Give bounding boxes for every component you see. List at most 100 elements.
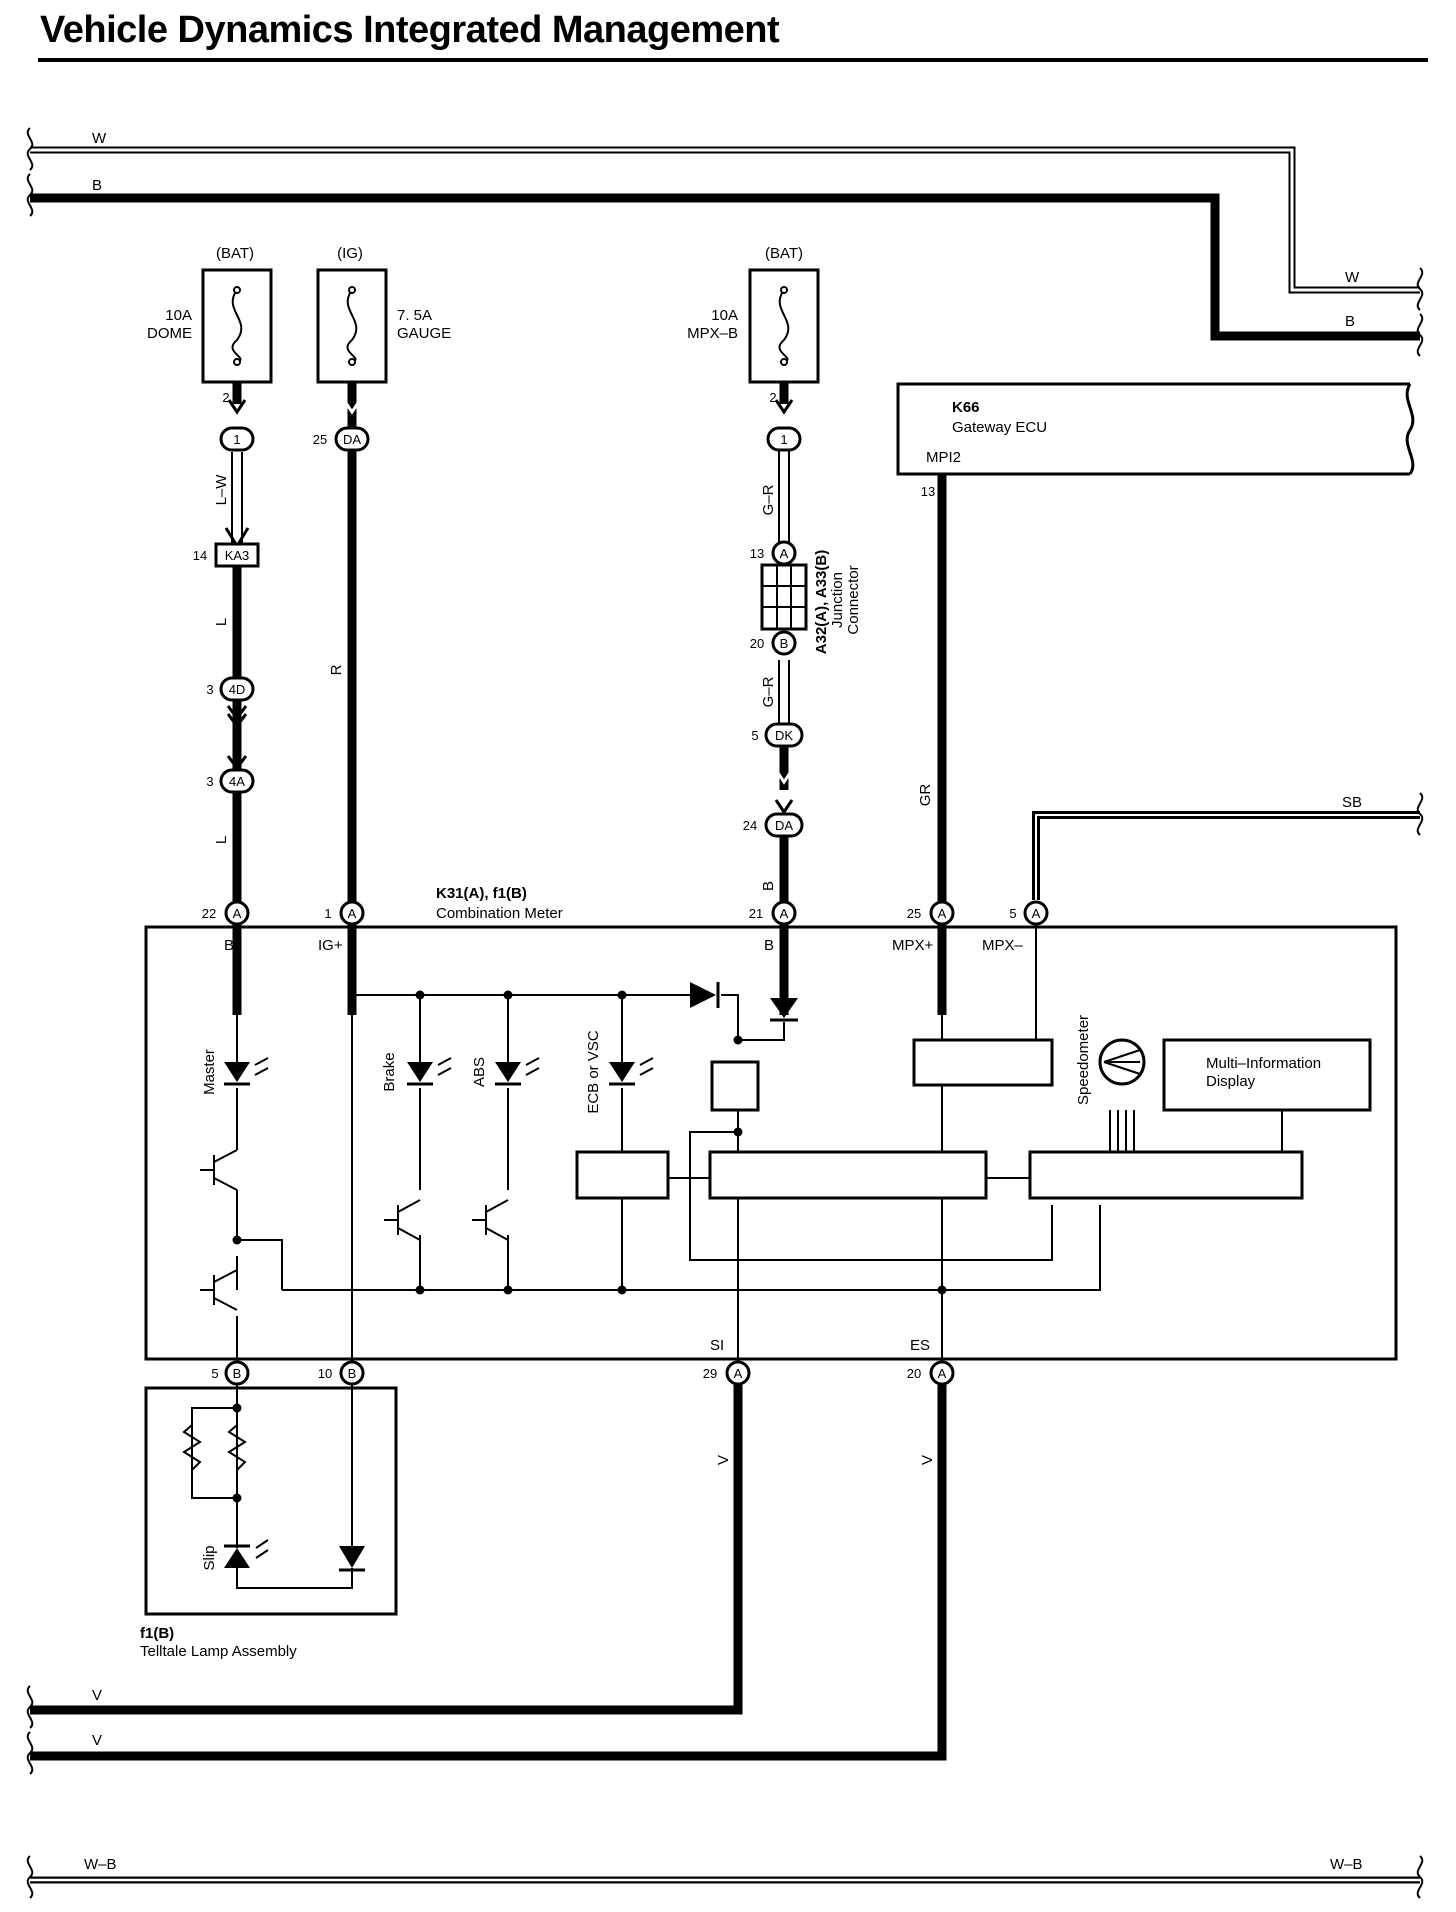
svg-text:25: 25 (313, 432, 327, 447)
resistor-2 (227, 1424, 247, 1471)
svg-text:K31(A), f1(B): K31(A), f1(B) (436, 885, 527, 902)
svg-text:V: V (919, 1455, 936, 1465)
svg-text:10A: 10A (711, 307, 738, 324)
meter-block-mpx (912, 1038, 1054, 1087)
svg-text:DOME: DOME (147, 325, 192, 342)
connector-1-dome: 12 (219, 390, 255, 452)
gateway-ecu: K66 Gateway ECU MPI2 13 (896, 382, 1415, 499)
svg-text:20: 20 (907, 1366, 921, 1381)
svg-text:4D: 4D (229, 682, 246, 697)
connector-1-mpxb: 12 (766, 390, 802, 452)
svg-text:(BAT): (BAT) (765, 245, 803, 262)
transistor-2 (200, 1269, 238, 1311)
led-brake-icon: Brake (381, 1052, 452, 1092)
speedometer-icon: Speedometer (1075, 1015, 1146, 1105)
svg-text:ECB or VSC: ECB or VSC (585, 1030, 602, 1114)
svg-text:(IG): (IG) (337, 245, 363, 262)
fuse-mpxb: (BAT) 10A MPX–B (687, 245, 820, 384)
svg-text:10: 10 (318, 1366, 332, 1381)
svg-text:3: 3 (206, 682, 213, 697)
svg-text:V: V (92, 1687, 102, 1704)
svg-text:MPX–: MPX– (982, 937, 1024, 954)
svg-text:L: L (213, 836, 230, 844)
svg-text:K66: K66 (952, 399, 980, 416)
bus-b-top: B B (26, 173, 1424, 357)
svg-text:DA: DA (775, 818, 793, 833)
svg-text:21: 21 (749, 906, 763, 921)
svg-text:DA: DA (343, 432, 361, 447)
svg-text:2: 2 (222, 390, 229, 405)
svg-text:L: L (213, 618, 230, 626)
bus-b-right-label: B (1345, 313, 1355, 330)
transistor-4 (472, 1199, 509, 1241)
connector-da-24: DA 24 (743, 812, 804, 838)
svg-text:5: 5 (751, 728, 758, 743)
svg-text:R: R (328, 664, 345, 675)
connector-20b: B20 (750, 630, 797, 656)
connector-13a: A13 (750, 540, 797, 566)
svg-text:DK: DK (775, 728, 793, 743)
meter-block-2 (708, 1150, 988, 1200)
svg-text:A: A (780, 906, 789, 921)
svg-text:V: V (715, 1455, 732, 1465)
wire-sb: SB (1032, 792, 1424, 900)
svg-text:13: 13 (921, 484, 935, 499)
bus-w-right-label: W (1345, 269, 1360, 286)
svg-text:GR: GR (917, 784, 934, 807)
svg-text:A: A (348, 906, 357, 921)
svg-text:24: 24 (743, 818, 757, 833)
bus-b-label: B (92, 177, 102, 194)
meter-block-3 (1028, 1150, 1304, 1200)
svg-text:A: A (734, 1366, 743, 1381)
svg-text:A: A (938, 1366, 947, 1381)
svg-text:5: 5 (211, 1366, 218, 1381)
page-title: Vehicle Dynamics Integrated Management (40, 9, 780, 51)
svg-text:1: 1 (324, 906, 331, 921)
bus-w-label: W (92, 130, 107, 147)
meter-block-relay (710, 1060, 760, 1112)
svg-text:7. 5A: 7. 5A (397, 307, 432, 324)
wire-v-si: V V (26, 1385, 743, 1729)
led-master-icon: Master (201, 1049, 269, 1095)
title-rule (38, 58, 1428, 62)
svg-text:Gateway ECU: Gateway ECU (952, 419, 1047, 436)
svg-text:10A: 10A (165, 307, 192, 324)
resistor-1 (182, 1424, 202, 1471)
svg-text:A: A (1032, 906, 1041, 921)
telltale-lamp-assembly: Slip f1(B) Telltale Lamp Assembly (140, 1385, 398, 1660)
svg-text:A32(A), A33(B): A32(A), A33(B) (813, 550, 830, 654)
svg-text:ABS: ABS (471, 1057, 488, 1087)
connector-da-gauge: DA 25 (313, 426, 370, 452)
svg-text:3: 3 (206, 774, 213, 789)
svg-text:A: A (938, 906, 947, 921)
svg-text:B: B (760, 881, 777, 891)
fuse-gauge: (IG) 7. 5A GAUGE (316, 245, 451, 384)
svg-text:G–R: G–R (760, 676, 777, 707)
meter-block-1 (575, 1150, 670, 1200)
bus-w-top: W W (26, 127, 1424, 311)
svg-text:20: 20 (750, 636, 764, 651)
svg-text:Slip: Slip (201, 1545, 218, 1570)
fuse-dome: (BAT) 10A DOME (147, 245, 273, 384)
svg-text:29: 29 (703, 1366, 717, 1381)
svg-text:(BAT): (BAT) (216, 245, 254, 262)
svg-text:MPX+: MPX+ (892, 937, 934, 954)
wire-v-es: V V (26, 1385, 947, 1775)
svg-text:B: B (233, 1366, 242, 1381)
led-slip-icon: Slip (201, 1539, 269, 1571)
svg-text:ES: ES (910, 1337, 930, 1354)
svg-text:Junction: Junction (829, 572, 846, 628)
svg-text:MPI2: MPI2 (926, 449, 961, 466)
svg-text:A: A (233, 906, 242, 921)
svg-text:13: 13 (750, 546, 764, 561)
led-ecb-vsc-icon: ECB or VSC (585, 1030, 654, 1114)
svg-text:G–R: G–R (760, 484, 777, 515)
connector-dk: DK 5 (751, 722, 804, 748)
svg-text:1: 1 (780, 432, 787, 447)
bus-wb: W–B W–B (26, 1855, 1424, 1899)
svg-text:4A: 4A (229, 774, 245, 789)
svg-text:SI: SI (710, 1337, 724, 1354)
